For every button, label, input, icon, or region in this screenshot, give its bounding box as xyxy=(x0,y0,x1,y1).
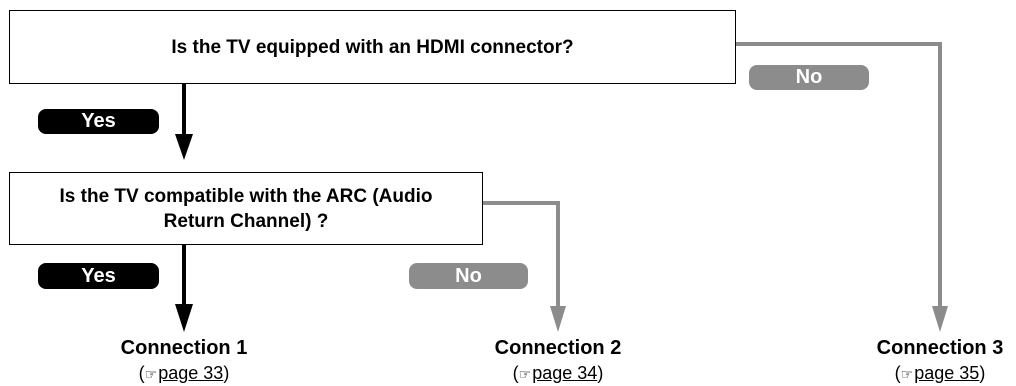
no-label-hdmi: No xyxy=(749,65,869,90)
no-label-arc: No xyxy=(409,263,528,289)
connection-3: Connection 3 (☞page 35) xyxy=(820,336,1016,386)
connection-2-title: Connection 2 xyxy=(494,337,622,359)
page-reference-icon: ☞ xyxy=(518,366,532,382)
connection-1-page-link[interactable]: page 33 xyxy=(158,363,224,383)
connection-3-page-link[interactable]: page 35 xyxy=(914,363,980,383)
connection-1-reference: (☞page 33) xyxy=(64,361,304,386)
connection-1: Connection 1 (☞page 33) xyxy=(64,336,304,386)
connection-2: Connection 2 (☞page 34) xyxy=(438,336,678,386)
yes-arrowhead-q1 xyxy=(175,134,193,160)
no-arrowhead-q1 xyxy=(932,306,948,332)
no-arrowhead-q2 xyxy=(550,306,566,332)
question-hdmi-text: Is the TV equipped with an HDMI connecto… xyxy=(171,36,574,58)
connection-2-reference: (☞page 34) xyxy=(438,361,678,386)
connection-3-reference: (☞page 35) xyxy=(820,361,1016,386)
connection-2-page-link[interactable]: page 34 xyxy=(532,363,598,383)
page-reference-icon: ☞ xyxy=(900,366,914,382)
no-path-q1 xyxy=(735,42,942,314)
page-reference-icon: ☞ xyxy=(144,366,158,382)
no-path-q2 xyxy=(483,201,560,314)
question-hdmi-connector: Is the TV equipped with an HDMI connecto… xyxy=(9,10,736,84)
connection-3-title: Connection 3 xyxy=(876,337,1004,359)
yes-arrowhead-q2 xyxy=(175,304,193,332)
connection-1-title: Connection 1 xyxy=(120,337,248,359)
question-arc-compatible: Is the TV compatible with the ARC (Audio… xyxy=(9,172,483,245)
yes-label-hdmi: Yes xyxy=(38,109,159,134)
yes-label-arc: Yes xyxy=(38,263,159,289)
question-arc-text: Is the TV compatible with the ARC (Audio… xyxy=(59,185,433,232)
